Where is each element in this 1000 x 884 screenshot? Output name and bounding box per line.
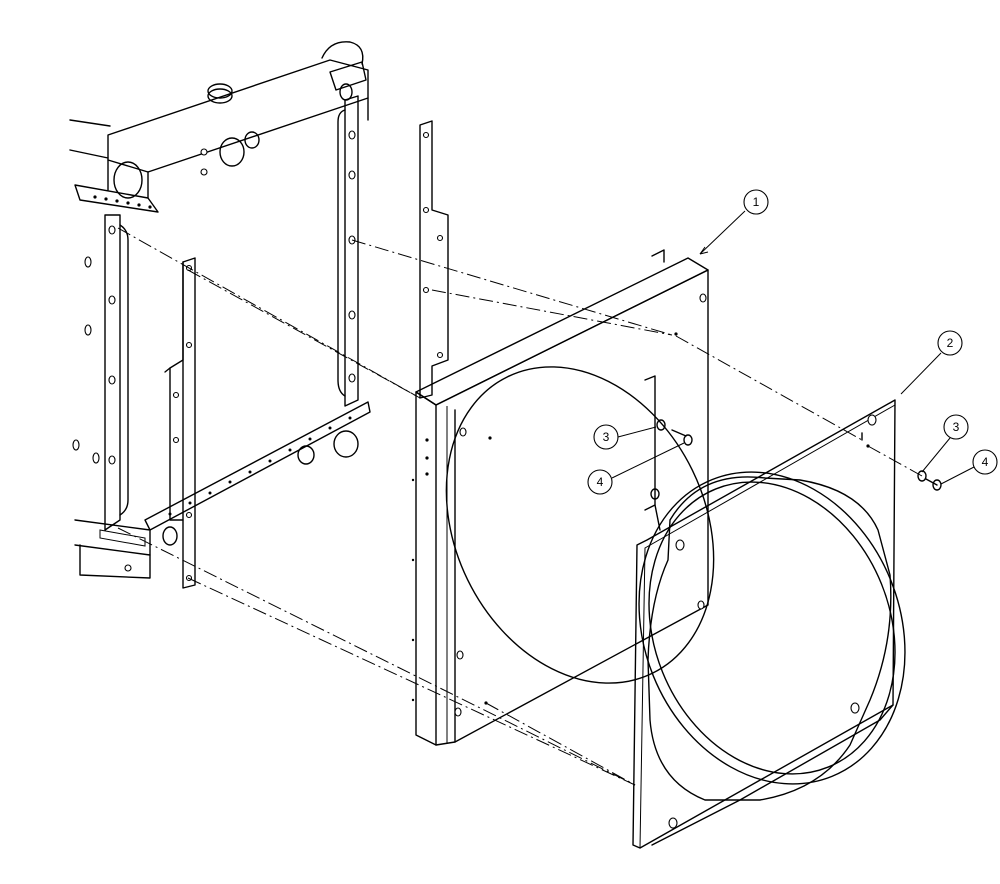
callout-1: 1 bbox=[699, 189, 769, 255]
washer-and-bolt-right bbox=[917, 470, 942, 491]
strip-holes-bottom bbox=[168, 416, 352, 516]
strip-holes-top bbox=[93, 195, 152, 209]
callout-4-right-label: 4 bbox=[982, 455, 989, 469]
callout-3-right: 3 bbox=[921, 414, 969, 473]
callout-4-center-label: 4 bbox=[597, 475, 604, 489]
callout-3-center: 3 bbox=[593, 424, 657, 450]
right-bracket bbox=[419, 120, 449, 399]
callout-4-right: 4 bbox=[940, 449, 998, 485]
callout-1-label: 1 bbox=[753, 195, 760, 209]
side-holes bbox=[72, 130, 356, 465]
washer-and-bolt-center bbox=[650, 419, 693, 500]
radiator-assembly bbox=[69, 41, 371, 579]
frame-holes bbox=[411, 293, 707, 717]
alignment-lines bbox=[117, 227, 923, 786]
callout-2-label: 2 bbox=[947, 336, 954, 350]
callout-3-center-label: 3 bbox=[603, 430, 610, 444]
callout-3-right-label: 3 bbox=[953, 420, 960, 434]
fan-ring-plate bbox=[632, 399, 906, 849]
callout-4-center: 4 bbox=[587, 442, 685, 495]
left-bracket bbox=[164, 257, 196, 589]
callout-2: 2 bbox=[900, 330, 963, 395]
fan-shroud-frame bbox=[411, 249, 715, 746]
